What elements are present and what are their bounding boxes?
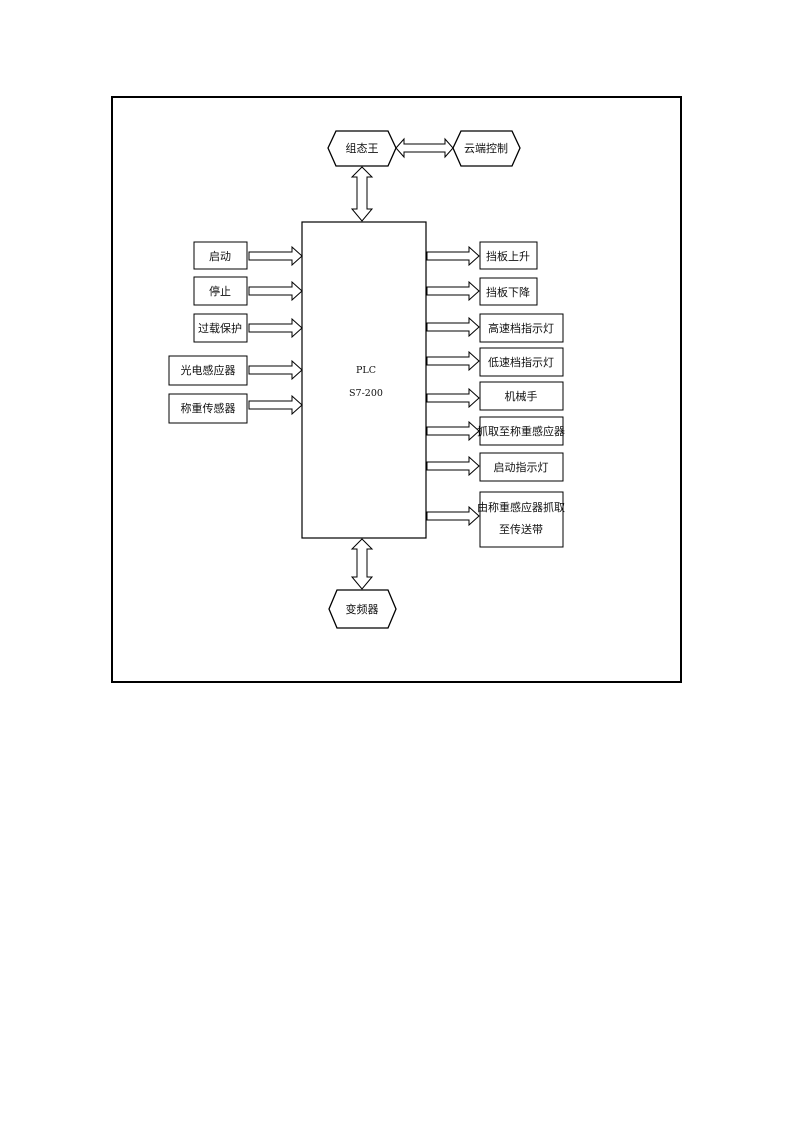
arrow-plc-to-start-indicator — [426, 455, 480, 477]
output-start-indicator: 启动指示灯 — [426, 452, 564, 482]
output-baffle-down: 挡板下降 — [426, 277, 538, 306]
input-stop-label: 停止 — [209, 284, 231, 298]
hex-kingview-label: 组态王 — [346, 141, 379, 155]
plc-label: PLC — [356, 365, 376, 376]
output-grab-to-conveyor: 由称重感应器抓取 至传送带 — [426, 491, 565, 548]
output-baffle-up-label: 挡板上升 — [486, 249, 530, 263]
output-low-speed-indicator-label: 低速档指示灯 — [488, 355, 554, 369]
input-photoelectric-sensor-label: 光电感应器 — [181, 363, 236, 377]
input-overload-protection-label: 过载保护 — [198, 321, 242, 335]
output-grab-to-weighing: 抓取至称重感应器 — [426, 416, 565, 446]
input-weighing-sensor-label: 称重传感器 — [181, 401, 236, 415]
arrow-plc-to-baffle-up — [426, 245, 480, 267]
arrow-stop-to-plc — [248, 280, 303, 302]
output-manipulator: 机械手 — [426, 381, 564, 411]
arrow-plc-to-high-speed-indicator — [426, 316, 480, 338]
double-arrow-kingview-plc — [350, 166, 374, 222]
output-grab-to-conveyor-label-line1: 由称重感应器抓取 — [477, 500, 565, 514]
input-stop: 停止 — [193, 276, 303, 306]
double-arrow-kingview-cloud — [395, 137, 454, 159]
arrow-plc-to-manipulator — [426, 387, 480, 409]
arrow-overload-to-plc — [248, 317, 303, 339]
hex-cloud-control-label: 云端控制 — [464, 141, 508, 155]
output-baffle-up: 挡板上升 — [426, 241, 538, 270]
input-overload-protection: 过载保护 — [193, 313, 303, 343]
arrow-weighing-to-plc — [248, 394, 303, 416]
hex-inverter: 变频器 — [328, 589, 397, 629]
arrow-plc-to-grab-to-weighing — [426, 420, 480, 442]
arrow-start-to-plc — [248, 245, 303, 267]
arrow-plc-to-grab-to-conveyor — [426, 505, 480, 527]
input-start: 启动 — [193, 241, 303, 270]
output-manipulator-label: 机械手 — [505, 389, 538, 403]
output-high-speed-indicator-label: 高速档指示灯 — [488, 321, 554, 335]
output-low-speed-indicator: 低速档指示灯 — [426, 347, 564, 377]
hex-inverter-label: 变频器 — [346, 602, 379, 616]
input-weighing-sensor: 称重传感器 — [168, 393, 303, 424]
plc-model-label: S7-200 — [349, 388, 383, 399]
hex-cloud-control: 云端控制 — [452, 130, 521, 167]
output-grab-to-conveyor-label-line2: 至传送带 — [499, 522, 543, 536]
input-start-label: 启动 — [209, 250, 231, 263]
output-baffle-down-label: 挡板下降 — [486, 285, 530, 299]
arrow-photoelectric-to-plc — [248, 359, 303, 381]
plc-box — [301, 221, 427, 539]
hex-kingview: 组态王 — [327, 130, 397, 167]
input-photoelectric-sensor: 光电感应器 — [168, 355, 303, 386]
arrow-plc-to-low-speed-indicator — [426, 350, 480, 372]
output-start-indicator-label: 启动指示灯 — [494, 460, 549, 474]
output-grab-to-weighing-label: 抓取至称重感应器 — [477, 424, 565, 438]
output-high-speed-indicator: 高速档指示灯 — [426, 313, 564, 343]
double-arrow-plc-inverter — [350, 538, 374, 590]
arrow-plc-to-baffle-down — [426, 280, 480, 302]
